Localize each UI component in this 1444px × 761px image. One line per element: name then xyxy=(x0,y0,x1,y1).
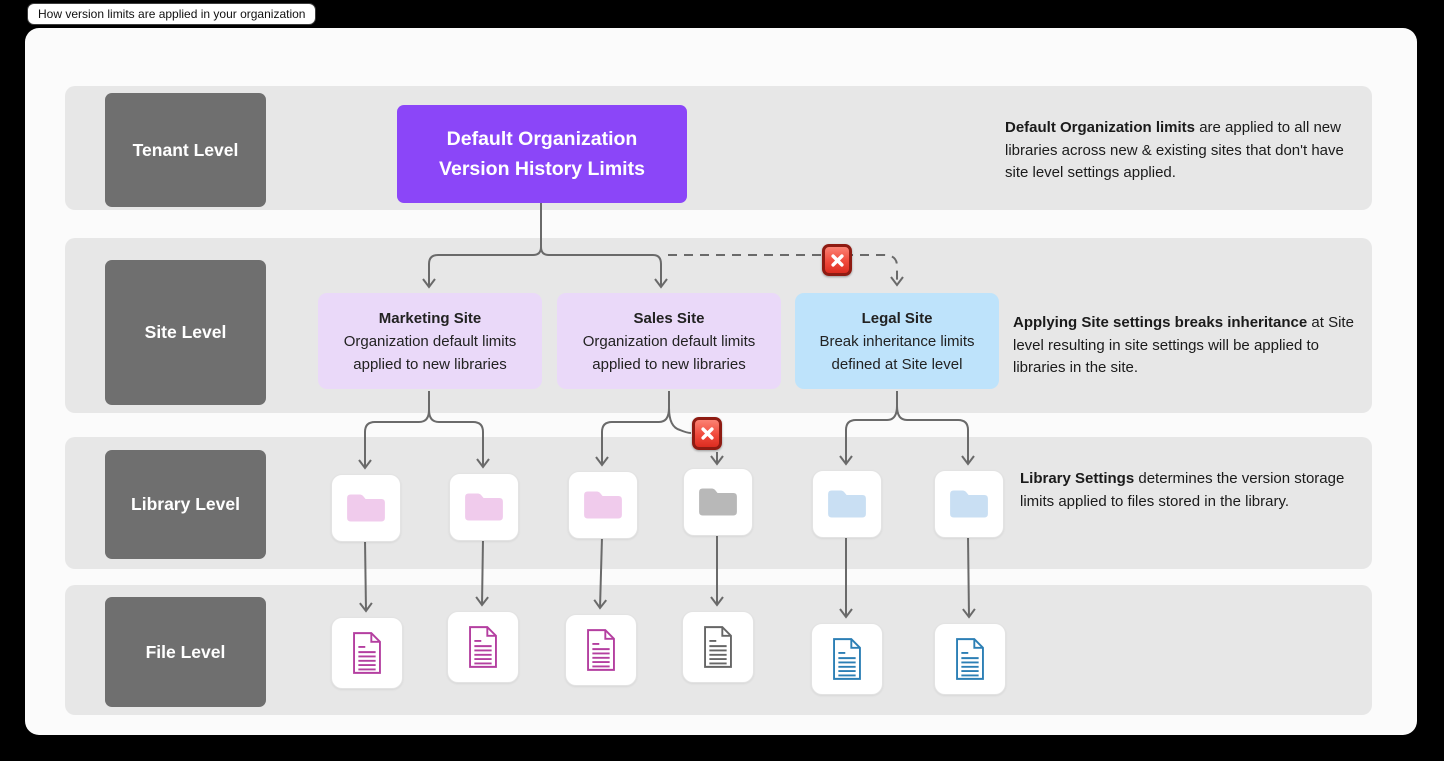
break-inheritance-icon xyxy=(692,417,722,450)
x-cross-icon xyxy=(700,427,714,440)
site-description: Organization default limits applied to n… xyxy=(343,332,517,373)
tenant-annotation-bold: Default Organization limits xyxy=(1005,119,1196,136)
site-node-marketing: Marketing Site Organization default limi… xyxy=(318,293,542,389)
library-annotation-bold: Library Settings xyxy=(1020,470,1135,487)
site-level-label-text: Site Level xyxy=(144,322,227,342)
document-icon xyxy=(956,638,984,680)
file-level-label-text: File Level xyxy=(145,641,226,662)
library-level-label-text: Library Level xyxy=(131,494,240,514)
diagram-title: How version limits are applied in your o… xyxy=(38,7,306,21)
library-level-label: Library Level xyxy=(105,450,266,559)
site-node-legal: Legal Site Break inheritance limits defi… xyxy=(795,293,999,389)
file-card xyxy=(682,611,754,683)
document-icon xyxy=(833,638,861,680)
site-level-label: Site Level xyxy=(105,260,266,405)
site-node-sales: Sales Site Organization default limits a… xyxy=(557,293,781,389)
tenant-node-line1: Default Organization xyxy=(446,128,638,150)
file-card xyxy=(447,611,519,683)
folder-icon xyxy=(828,490,866,518)
folder-icon xyxy=(699,488,737,516)
document-icon xyxy=(704,626,732,668)
library-card xyxy=(331,474,401,542)
tenant-node-line2: Version History Limits xyxy=(439,158,645,180)
library-annotation: Library Settings determines the version … xyxy=(1020,468,1365,513)
site-name: Legal Site xyxy=(861,309,933,327)
diagram-title-tab[interactable]: How version limits are applied in your o… xyxy=(27,3,317,25)
file-card xyxy=(331,617,403,689)
library-card xyxy=(568,471,638,539)
document-icon xyxy=(353,632,381,674)
x-cross-icon xyxy=(830,253,844,267)
library-card xyxy=(934,470,1004,538)
site-name: Sales Site xyxy=(633,309,705,327)
document-icon xyxy=(587,629,615,671)
site-name: Marketing Site xyxy=(378,309,482,327)
library-annotation-text: determines the version storage limits ap… xyxy=(1020,470,1345,510)
file-card xyxy=(934,623,1006,695)
tenant-level-label: Tenant Level xyxy=(105,93,266,207)
file-level-label: File Level xyxy=(105,597,266,707)
file-card xyxy=(565,614,637,686)
folder-icon xyxy=(950,490,988,518)
file-card xyxy=(811,623,883,695)
site-annotation-bold: Applying Site settings breaks inheritanc… xyxy=(1013,314,1308,331)
document-icon xyxy=(469,626,497,668)
folder-icon xyxy=(347,494,385,522)
library-card xyxy=(449,473,519,541)
break-inheritance-icon xyxy=(822,244,852,276)
site-annotation-text: at Site level resulting in site settings… xyxy=(1013,314,1354,376)
site-description: Organization default limits applied to n… xyxy=(582,332,756,373)
tenant-level-band xyxy=(65,86,1372,210)
site-description: Break inheritance limits defined at Site… xyxy=(819,332,975,373)
tenant-level-label-text: Tenant Level xyxy=(132,139,239,160)
site-annotation: Applying Site settings breaks inheritanc… xyxy=(1013,312,1365,380)
tenant-annotation-text: are applied to all new libraries across … xyxy=(1005,119,1344,181)
library-card-broken-inheritance xyxy=(683,468,753,536)
folder-icon xyxy=(584,491,622,519)
folder-icon xyxy=(465,493,503,521)
tenant-default-limits-node: Default Organization Version History Lim… xyxy=(397,105,687,203)
tenant-annotation: Default Organization limits are applied … xyxy=(1005,117,1357,185)
library-card xyxy=(812,470,882,538)
